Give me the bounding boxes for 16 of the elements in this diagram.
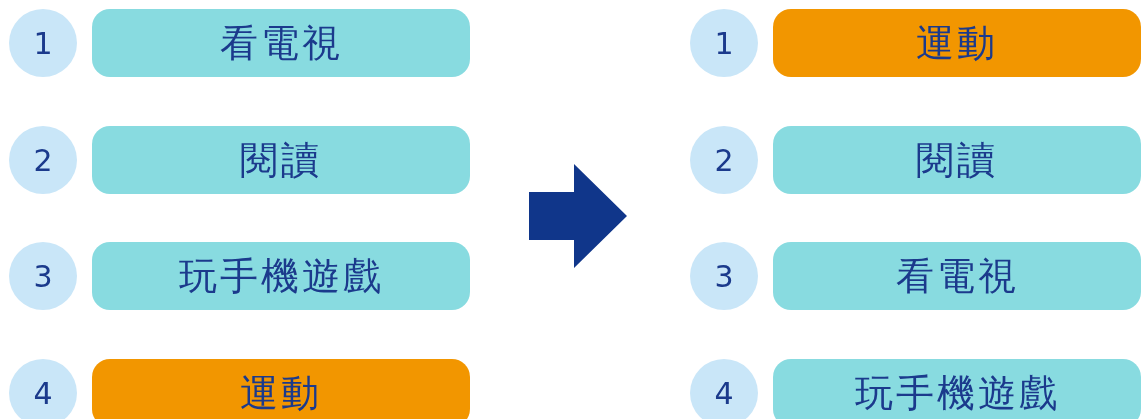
number-circle: 1 bbox=[690, 9, 758, 77]
number-circle: 2 bbox=[690, 126, 758, 194]
number-circle: 3 bbox=[9, 242, 77, 310]
activity-box: 看電視 bbox=[92, 9, 470, 77]
activity-box: 運動 bbox=[773, 9, 1141, 77]
activity-box: 運動 bbox=[92, 359, 470, 419]
activity-box: 玩手機遊戲 bbox=[773, 359, 1141, 419]
number-circle: 3 bbox=[690, 242, 758, 310]
activity-box: 看電視 bbox=[773, 242, 1141, 310]
number-circle: 4 bbox=[9, 359, 77, 419]
number-circle: 2 bbox=[9, 126, 77, 194]
activity-box: 閱讀 bbox=[92, 126, 470, 194]
number-circle: 4 bbox=[690, 359, 758, 419]
activity-box: 閱讀 bbox=[773, 126, 1141, 194]
activity-box: 玩手機遊戲 bbox=[92, 242, 470, 310]
number-circle: 1 bbox=[9, 9, 77, 77]
